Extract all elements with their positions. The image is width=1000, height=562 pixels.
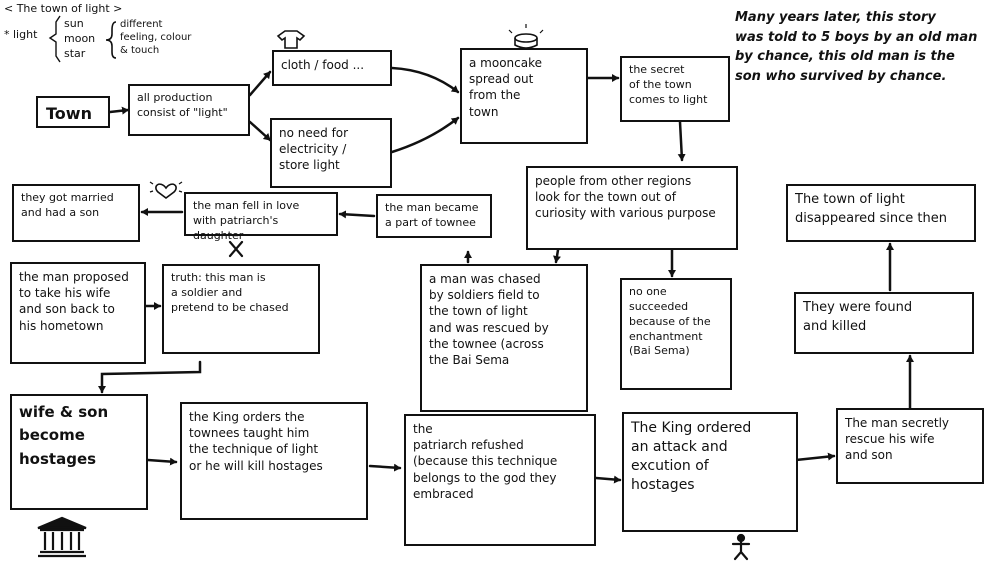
box-patriarch: the patriarch refushed (because this tec…	[404, 414, 596, 546]
box-secret: the secret of the town comes to light	[620, 56, 730, 122]
cross-mark-icon	[228, 240, 244, 258]
box-fell-in-love: the man fell in love with patriarch's da…	[184, 192, 338, 242]
shirt-icon	[276, 30, 306, 49]
box-town: Town	[36, 96, 110, 128]
arrow-people-to-chased	[553, 248, 561, 264]
box-cloth-food: cloth / food ...	[272, 50, 392, 86]
palace-icon	[37, 516, 87, 558]
box-killed: They were found and killed	[794, 292, 974, 354]
light-source-moon: moon	[64, 32, 96, 45]
diagram-title: < The town of light >	[4, 2, 123, 15]
box-proposed: the man proposed to take his wife and so…	[10, 262, 146, 364]
light-source-star: star	[64, 47, 86, 60]
light-label: * light	[4, 28, 38, 41]
arrow-cloth-to-mooncake	[390, 66, 460, 94]
mooncake-icon	[508, 24, 544, 49]
arrow-town-to-production	[108, 106, 130, 115]
box-king-attack: The King ordered an attack and excution …	[622, 412, 798, 532]
arrow-truth-to-hostages	[98, 360, 202, 394]
box-truth: truth: this man is a soldier and pretend…	[162, 264, 320, 354]
arrow-production-to-cloth	[248, 70, 272, 97]
box-chased: a man was chased by soldiers field to th…	[420, 264, 588, 412]
box-production: all production consist of "light"	[128, 84, 250, 136]
box-mooncake: a mooncake spread out from the town	[460, 48, 588, 144]
arrow-secret-to-people	[677, 120, 686, 162]
box-townee: the man became a part of townee	[376, 194, 492, 238]
box-disappeared: The town of light disappeared since then	[786, 184, 976, 242]
arrow-king-orders-to-patriarch	[368, 463, 402, 472]
box-hostages: wife & son become hostages	[10, 394, 148, 510]
arrow-hostages-to-king-orders	[146, 457, 178, 466]
light-source-sun: sun	[64, 17, 84, 30]
brace-icon	[105, 21, 117, 59]
arrow-electricity-to-mooncake	[390, 116, 460, 154]
heart-icon	[149, 181, 183, 199]
box-rescue: The man secretly rescue his wife and son	[836, 408, 984, 484]
arrow-patriarch-to-king-attack	[594, 475, 622, 484]
box-no-one: no one succeeded because of the enchantm…	[620, 278, 732, 390]
brace-icon	[48, 15, 61, 63]
box-married: they got married and had a son	[12, 184, 140, 242]
side-note: Many years later, this story was told to…	[735, 10, 978, 84]
box-no-electricity: no need for electricity / store light	[270, 118, 392, 188]
arrow-production-to-electricity	[248, 120, 272, 142]
light-effects-note: different feeling, colour & touch	[120, 19, 192, 56]
box-people: people from other regions look for the t…	[526, 166, 738, 250]
arrow-king-attack-to-rescue	[794, 452, 836, 462]
arrow-townee-to-fell-in-love	[338, 210, 376, 219]
box-king-orders: the King orders the townees taught him t…	[180, 402, 368, 520]
stick-figure-icon	[731, 533, 751, 561]
